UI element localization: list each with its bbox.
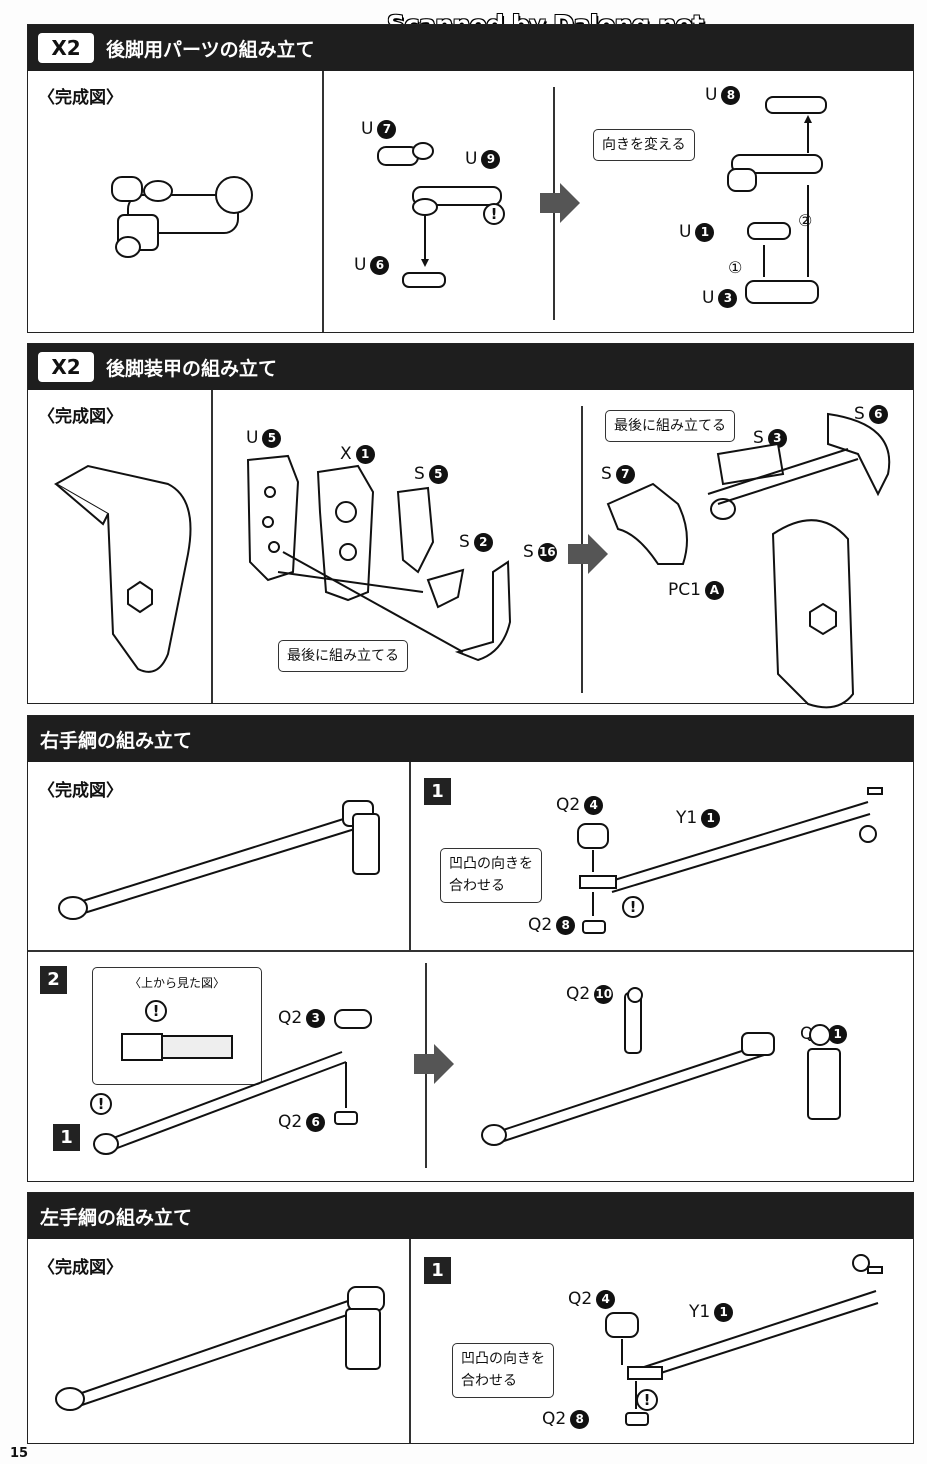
caution-icon: ! (145, 1000, 167, 1022)
completed-right-reins-illustration (58, 800, 380, 920)
section-header: X2 後脚装甲の組み立て (28, 344, 913, 390)
caution-icon: ! (622, 896, 644, 918)
step-illustration-reins-step2b (481, 987, 841, 1146)
step-illustration-u-parts (377, 142, 502, 288)
step-illustration-left-reins (605, 1254, 883, 1426)
step-illustration-reins-step2 (93, 1009, 372, 1155)
note-assemble-last: 最後に組み立てる (605, 410, 735, 443)
top-view-callout: 〈上から見た図〉 (92, 967, 262, 1085)
section-title: 後脚用パーツの組み立て (106, 38, 315, 61)
section-header: 左手綱の組み立て (28, 1193, 913, 1239)
step-illustration-armor-parts (246, 454, 512, 662)
note-change-direction: 向きを変える (593, 129, 695, 162)
caution-icon: ! (483, 203, 505, 225)
step-illustration-armor-assembly (606, 412, 891, 709)
note-align-notch: 凹凸の向きを合わせる (440, 848, 542, 903)
step-number: 1 (424, 1257, 451, 1284)
section-title: 左手綱の組み立て (40, 1206, 193, 1229)
completed-part-illustration (111, 176, 253, 258)
complete-label: 〈完成図〉 (38, 88, 123, 108)
order-marker-1: ① (728, 258, 743, 277)
step-number: 1 (424, 778, 451, 805)
step-illustration-u-assembly (727, 96, 827, 304)
caution-icon: ! (90, 1093, 112, 1115)
section-title: 右手綱の組み立て (40, 729, 193, 752)
note-assemble-last: 最後に組み立てる (278, 640, 408, 673)
complete-label: 〈完成図〉 (38, 781, 123, 801)
next-arrow-icon (568, 534, 608, 574)
top-view-label: 〈上から見た図〉 (128, 976, 225, 990)
step-number-2: 2 (40, 966, 67, 993)
quantity-badge: X2 (38, 33, 94, 63)
page-number: 15 (10, 1446, 29, 1461)
quantity-badge: X2 (38, 352, 94, 382)
step-illustration-right-reins (577, 787, 883, 934)
section-title: 後脚装甲の組み立て (106, 357, 278, 380)
note-align-notch: 凹凸の向きを合わせる (452, 1343, 554, 1398)
completed-armor-illustration (53, 464, 192, 673)
complete-label: 〈完成図〉 (38, 1258, 123, 1278)
next-arrow-icon (540, 183, 580, 223)
section-header: X2 後脚用パーツの組み立て (28, 25, 913, 71)
sub-step-number: 1 (53, 1124, 80, 1151)
completed-left-reins-illustration (55, 1286, 385, 1411)
next-arrow-icon (414, 1044, 454, 1084)
section-header: 右手綱の組み立て (28, 716, 913, 762)
complete-label: 〈完成図〉 (38, 407, 123, 427)
